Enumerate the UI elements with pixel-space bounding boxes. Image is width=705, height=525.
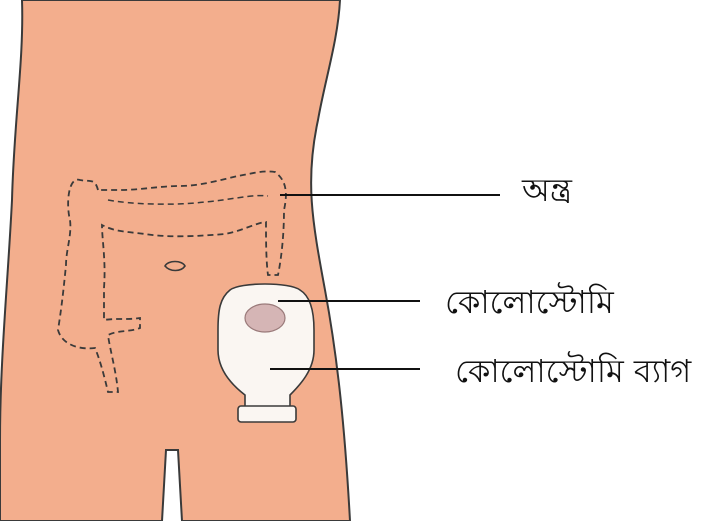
stoma [245, 304, 285, 332]
label-colostomy-bag: কোলোস্টোমি ব্যাগ [455, 355, 691, 387]
label-intestine: অন্ত্র [522, 174, 572, 206]
label-colostomy: কোলোস্টোমি [445, 286, 614, 318]
colostomy-bag-clip [238, 406, 296, 422]
torso-body [0, 0, 350, 521]
